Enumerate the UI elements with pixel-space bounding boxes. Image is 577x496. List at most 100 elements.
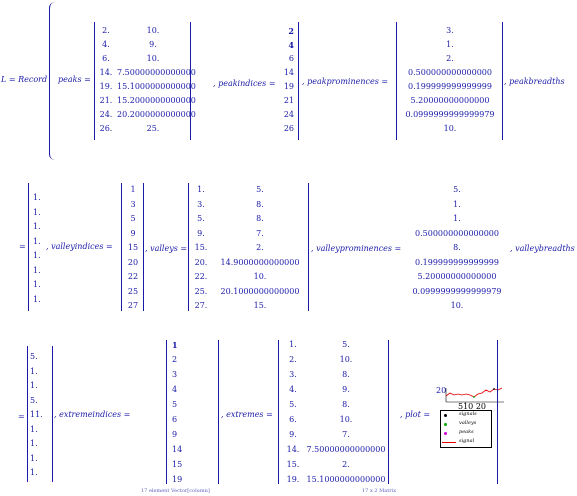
peaks-cell: 21. [99,96,113,105]
peaks-cell: 6. [102,54,110,63]
peak-marker [493,388,495,390]
valleyindex-entry: 3 [130,199,136,209]
peakprominences-label: , peakprominences = [302,77,389,86]
extremes-cell: 10. [339,415,353,424]
peakindex-entry: 21 [283,96,294,105]
peakprominence-entry: 3. [446,26,454,35]
extremeindex-entry: 2 [172,355,178,364]
extremes-bracket-right [388,340,389,484]
valleyprominence-entry: 1. [453,199,461,209]
peaks-cell: 15.2000000000000 [117,96,196,105]
extremes-cell: 8. [342,370,350,379]
peakprominences-bracket-left [396,22,397,140]
extremes-cell: 3. [289,370,297,379]
extremes-cell: 15. [286,460,300,469]
valleyindex-entry: 1 [130,185,136,194]
peaks-cell: 7.50000000000000 [117,68,196,77]
valleyprominence-entry: 0.0999999999999979 [412,286,502,296]
valleys-cell: 5. [197,214,205,223]
extremeindex-entry: 1 [172,340,178,350]
valleys-cell: 14.9000000000000 [220,257,300,267]
extremeindices-caption: 17 element Vector[column] [141,488,210,494]
extremeindex-entry: 5 [172,400,178,409]
valleys-cell: 5. [256,185,264,194]
extremes-cell: 9. [342,385,350,394]
peakbreadth-entry: 1. [33,280,41,289]
peaks-cell: 9. [149,40,157,49]
valleys-cell: 15. [194,243,208,252]
valleys-cell: 1. [197,185,205,194]
extremeindices-label: , extremeindices = [54,410,131,419]
peaks-bracket-left [94,22,95,140]
valleyindices-bracket [121,183,122,311]
peaks-cell: 10. [146,26,160,35]
extremeindex-entry: 15 [172,460,183,469]
valleyprominence-entry: 0.500000000000000 [415,228,499,238]
valleys-cell: 15. [253,301,267,310]
valleys-label: , valleys = [145,244,188,253]
peakbreadth-entry: 1. [33,294,41,304]
peaks-cell: 14. [99,68,113,77]
extremeindices-bracket-right [218,340,219,484]
valleys-cell: 25. [194,286,208,296]
peakindex-entry: 2 [288,26,294,36]
extremes-cell: 10. [339,355,353,364]
legend-signals-marker [444,414,447,417]
valleyprominence-entry: 8. [453,243,461,252]
valleys-cell: 20.1000000000000 [220,286,300,296]
valleyindex-entry: 27 [127,301,139,310]
legend-valleys: valleys [459,420,477,426]
valleyindices-bracket-right [143,183,144,311]
record-close-bracket [497,340,498,484]
extremeindex-entry: 19 [172,475,183,484]
extremeindex-entry: 9 [172,430,178,439]
peaks-label: peaks = [58,75,91,84]
valleyprominences-label: , valleyprominences = [311,244,402,253]
valleys-cell: 9. [197,228,205,238]
legend-valleys-marker [444,423,447,426]
valleyindex-entry: 20 [127,257,139,267]
record-lhs: L = Record [1,75,48,84]
row3-equals: = [18,412,25,421]
legend-signals: signals [459,411,477,417]
valleys-cell: 20. [194,257,208,267]
extremes-cell: 7. [342,430,350,439]
extremes-cell: 5. [342,340,350,349]
extremeindex-entry: 6 [172,415,178,424]
valleys-cell: 8. [256,199,264,209]
valleybreadth-entry: 1. [30,468,38,477]
peaks-cell: 20.2000000000000 [117,110,196,119]
extremes-bracket-left [278,340,279,484]
valleyindex-entry: 22 [127,272,139,281]
extremes-cell: 2. [342,460,350,469]
extremes-cell: 15.1000000000000 [306,475,386,484]
plot-xticks: 510 20 [458,402,486,411]
extremeindices-bracket-left [166,340,167,484]
extremeindex-entry: 4 [172,385,178,394]
peakprominence-entry: 10. [443,124,457,133]
peakindex-entry: 19 [283,82,294,91]
peakbreadth-entry: 1. [33,222,41,231]
legend-signal-line [442,442,456,443]
peaks-cell: 26. [99,124,113,133]
valleyindex-entry: 25 [127,286,139,296]
peakbreadth-entry: 1. [33,265,41,275]
plot-label: , plot = [400,410,431,419]
extremes-cell: 6. [289,415,297,424]
valleybreadth-entry: 1. [30,381,38,390]
peakindices-label: , peakindices = [213,79,276,88]
peaks-cell: 19. [99,82,113,91]
plot-axes [445,387,504,403]
valleyindex-entry: 15 [127,243,139,252]
peakbreadth-entry: 1. [33,207,41,217]
extremes-cell: 8. [342,400,350,409]
plot-ytick: 20 [436,386,447,395]
extremeindex-entry: 14 [172,445,183,454]
peakprominence-entry: 1. [446,40,454,49]
valleybreadth-entry: 5. [30,395,38,405]
extremes-cell: 14. [286,445,300,454]
extremes-cell: 7.50000000000000 [306,445,386,454]
valleybreadth-entry: 1. [30,366,38,376]
plot-legend: signals valleys peaks signal [440,410,492,448]
valleybreadth-entry: 11. [30,410,43,419]
